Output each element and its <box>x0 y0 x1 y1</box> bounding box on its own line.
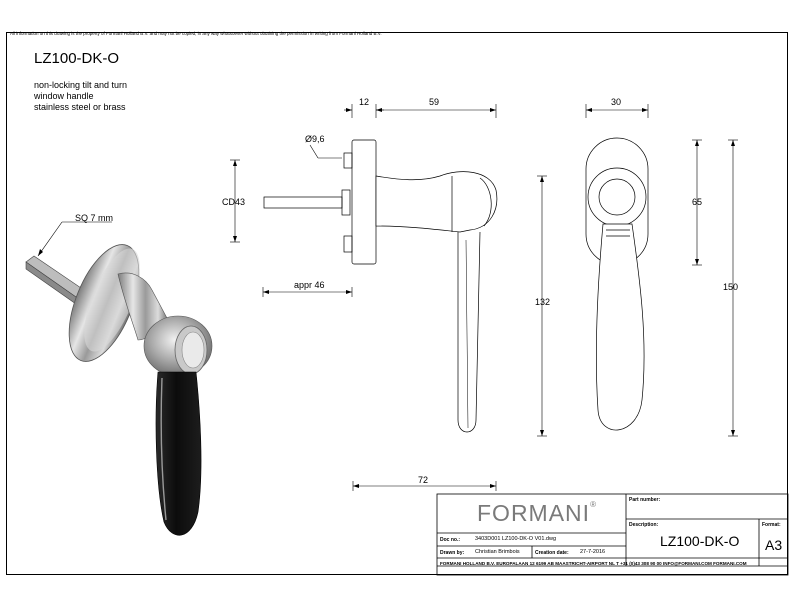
format-label: Format: <box>762 522 781 528</box>
side-view <box>263 139 498 433</box>
dim-72: 72 <box>418 475 429 485</box>
creation-date-label: Creation date: <box>535 550 569 556</box>
drawn-by-label: Drawn by: <box>440 550 465 556</box>
dimension-lines <box>230 104 738 491</box>
dim-59: 59 <box>429 97 440 107</box>
dim-appr46: appr 46 <box>294 280 325 290</box>
company-footer: FORMANI HOLLAND B.V. EUROPALAAN 12 6199 … <box>440 561 747 566</box>
dim-square-spindle: SQ 7 mm <box>75 213 114 223</box>
description-line-1: non-locking tilt and turn <box>34 80 128 90</box>
dim-diameter: Ø9,6 <box>305 134 325 144</box>
brand-name: FORMANI <box>477 500 591 526</box>
brand-logo: FORMANI® <box>477 500 597 527</box>
dimension-arrows <box>233 108 735 488</box>
dim-150: 150 <box>723 282 739 292</box>
drawing-frame <box>6 32 788 575</box>
dim-12: 12 <box>359 97 370 107</box>
handle-3d-view <box>25 221 213 536</box>
brand-mark: ® <box>590 500 597 509</box>
description-line-2: window handle <box>34 91 94 101</box>
dim-65: 65 <box>692 197 703 207</box>
dim-132: 132 <box>535 297 551 307</box>
doc-number: 3403D001 LZ100-DK-O V01.dwg <box>475 536 557 542</box>
drawing-title: LZ100-DK-O <box>34 50 120 67</box>
format-value: A3 <box>765 537 783 553</box>
description-label: Description: <box>629 522 659 528</box>
doc-label: Doc no.: <box>440 537 460 543</box>
dim-cd43: CD43 <box>222 197 246 207</box>
title-block-grid <box>436 493 789 576</box>
part-number-label: Part number: <box>629 497 661 503</box>
drawn-by-value: Christian Brimbois <box>475 549 520 555</box>
copyright-notice: All information on this drawing is the p… <box>10 31 382 36</box>
description-value: LZ100-DK-O <box>660 533 740 549</box>
dim-30: 30 <box>611 97 622 107</box>
front-view <box>585 137 649 431</box>
creation-date-value: 27-7-2016 <box>580 549 606 555</box>
description-line-3: stainless steel or brass <box>34 102 126 112</box>
